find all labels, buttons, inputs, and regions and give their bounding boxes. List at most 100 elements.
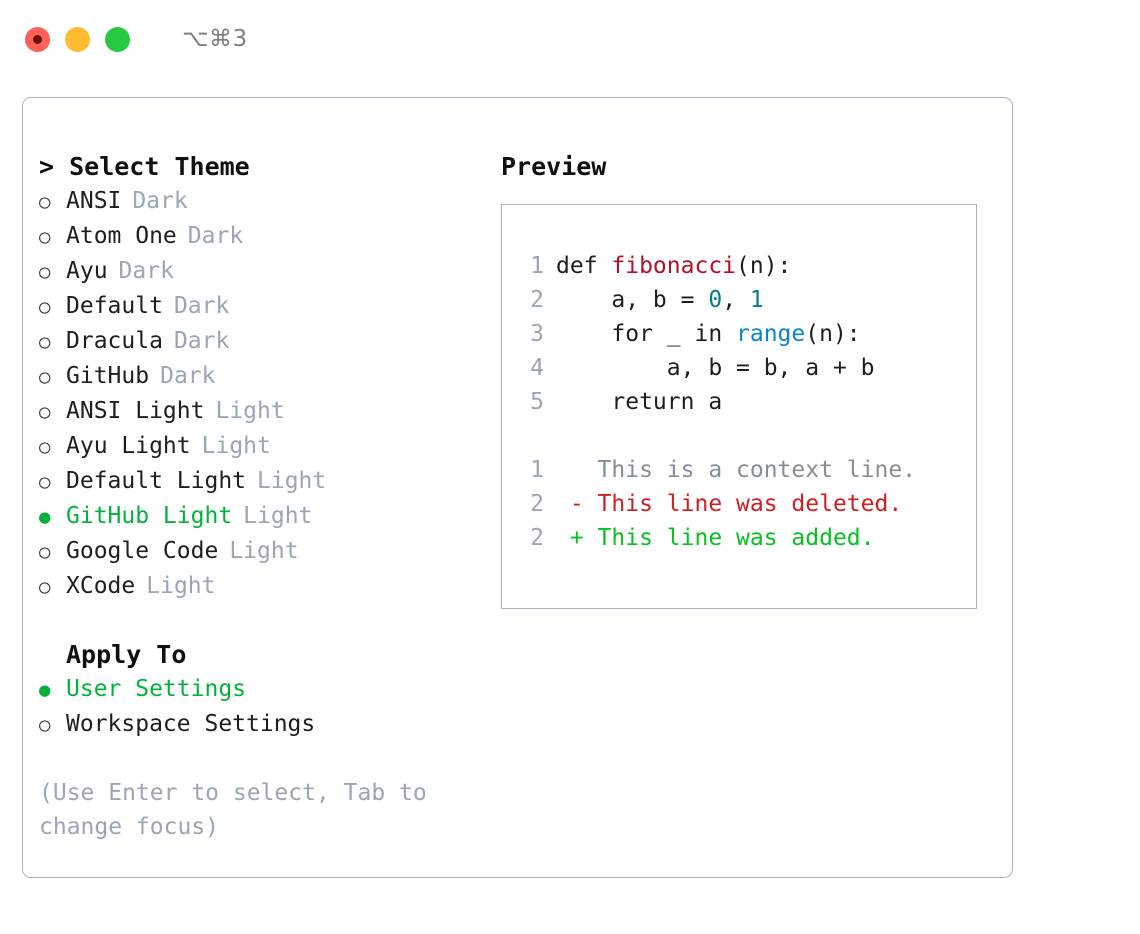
theme-option-tag: Dark	[187, 223, 244, 249]
minimize-window-button[interactable]	[65, 26, 90, 52]
diff-line-added: 2 + This line was added.	[518, 521, 976, 555]
diff-line-number: 2	[530, 491, 544, 517]
select-theme-heading: > Select Theme	[39, 152, 250, 181]
maximize-window-button[interactable]	[105, 26, 130, 52]
code-token: (n):	[736, 253, 792, 279]
apply-to-option-workspace-settings[interactable]: ○Workspace Settings	[39, 707, 479, 742]
theme-option-tag: Dark	[173, 293, 230, 319]
apply-to-option-user-settings[interactable]: ● User Settings	[39, 672, 479, 707]
theme-option-tag: Light	[257, 468, 327, 494]
window-titlebar: ⌥⌘3	[0, 0, 1140, 78]
code-line-number: 4	[530, 355, 544, 381]
code-line-content: return a	[556, 385, 722, 419]
theme-option-ansi-light[interactable]: ○ ANSI Light Light	[39, 394, 479, 429]
code-line-content: def fibonacci(n):	[556, 249, 791, 283]
radio-unselected-icon: ○	[39, 226, 51, 248]
code-line-content: a, b = 0, 1	[556, 283, 763, 317]
traffic-light-buttons	[25, 26, 130, 52]
theme-option-tag: Dark	[132, 188, 188, 214]
diff-line-content: - This line was deleted.	[556, 491, 903, 517]
theme-option-label: GitHub	[66, 363, 150, 389]
code-line: 4 a, b = b, a + b	[518, 351, 976, 385]
radio-unselected-icon: ○	[39, 401, 51, 423]
code-token: def	[556, 253, 612, 279]
theme-option-label: Default Light	[66, 468, 247, 494]
apply-to-heading: Apply To	[66, 640, 187, 669]
apply-to-option-label: User Settings	[66, 676, 247, 702]
code-token: range	[736, 321, 806, 347]
theme-option-label: Ayu	[66, 258, 108, 284]
radio-unselected-icon: ○	[39, 436, 51, 458]
theme-option-ayu[interactable]: ○ Ayu Dark	[39, 254, 479, 289]
radio-unselected-icon: ○	[39, 296, 51, 318]
radio-unselected-icon: ○	[39, 191, 51, 213]
code-line-content: a, b = b, a + b	[556, 351, 875, 385]
theme-option-tag: Dark	[173, 328, 230, 354]
code-token: (n):	[805, 321, 861, 347]
theme-option-atom-one[interactable]: ○ Atom One Dark	[39, 219, 479, 254]
code-token: 0	[708, 287, 723, 313]
code-line: 5 return a	[518, 385, 976, 419]
code-line: 3 for _ in range(n):	[518, 317, 976, 351]
theme-option-tag: Light	[215, 398, 285, 424]
radio-unselected-icon: ○	[39, 541, 51, 563]
keyboard-hint-text: (Use Enter to select, Tab to change focu…	[39, 780, 441, 840]
preview-heading: Preview	[501, 152, 607, 181]
theme-option-ayu-light[interactable]: ○ Ayu Light Light	[39, 429, 479, 464]
code-token: for _ in	[556, 321, 737, 347]
code-line-content: for _ in range(n):	[556, 317, 861, 351]
radio-unselected-icon: ○	[39, 471, 51, 493]
code-diff-spacer	[518, 419, 976, 453]
keyboard-shortcut-label: ⌥⌘3	[182, 25, 248, 52]
theme-option-label: Default	[66, 293, 163, 319]
theme-option-tag: Dark	[118, 258, 174, 284]
radio-unselected-icon: ○	[39, 261, 51, 283]
diff-line-deleted: 2 - This line was deleted.	[518, 487, 976, 521]
theme-option-label: GitHub Light	[66, 503, 233, 529]
radio-selected-icon: ●	[39, 506, 51, 528]
theme-option-default-light[interactable]: ○ Default Light Light	[39, 464, 479, 499]
theme-option-label: Google Code	[66, 538, 219, 564]
diff-line-content: + This line was added.	[556, 525, 875, 551]
code-token: ,	[722, 287, 750, 313]
code-token: fibonacci	[611, 253, 737, 279]
code-line-number: 3	[530, 321, 544, 347]
theme-option-label: Ayu Light	[66, 433, 191, 459]
diff-sample: 1 This is a context line.2 - This line w…	[518, 453, 976, 555]
code-line-number: 5	[530, 389, 544, 415]
radio-unselected-icon: ○	[39, 576, 51, 598]
code-token: return a	[556, 389, 723, 415]
theme-option-label: Dracula	[66, 328, 163, 354]
radio-unselected-icon: ○	[39, 366, 51, 388]
theme-option-dracula[interactable]: ○ Dracula Dark	[39, 324, 479, 359]
diff-line-content: This is a context line.	[556, 457, 917, 483]
theme-option-google-code[interactable]: ○ Google Code Light	[39, 534, 479, 569]
theme-option-label: ANSI Light	[66, 398, 205, 424]
theme-option-label: Atom One	[66, 223, 177, 249]
theme-option-default[interactable]: ○ Default Dark	[39, 289, 479, 324]
diff-line-context: 1 This is a context line.	[518, 453, 976, 487]
apply-to-list: ● User Settings ○Workspace Settings	[39, 672, 479, 742]
diff-line-number: 1	[530, 457, 544, 483]
close-window-button[interactable]	[25, 26, 50, 52]
code-line: 2 a, b = 0, 1	[518, 283, 976, 317]
theme-option-tag: Light	[229, 538, 299, 564]
radio-selected-icon: ●	[39, 679, 51, 701]
list-spacer	[39, 604, 479, 638]
theme-option-tag: Light	[146, 573, 216, 599]
theme-option-tag: Light	[201, 433, 271, 459]
code-token: a, b =	[556, 287, 709, 313]
radio-unselected-icon: ○	[39, 331, 51, 353]
radio-unselected-icon: ○	[39, 714, 51, 736]
